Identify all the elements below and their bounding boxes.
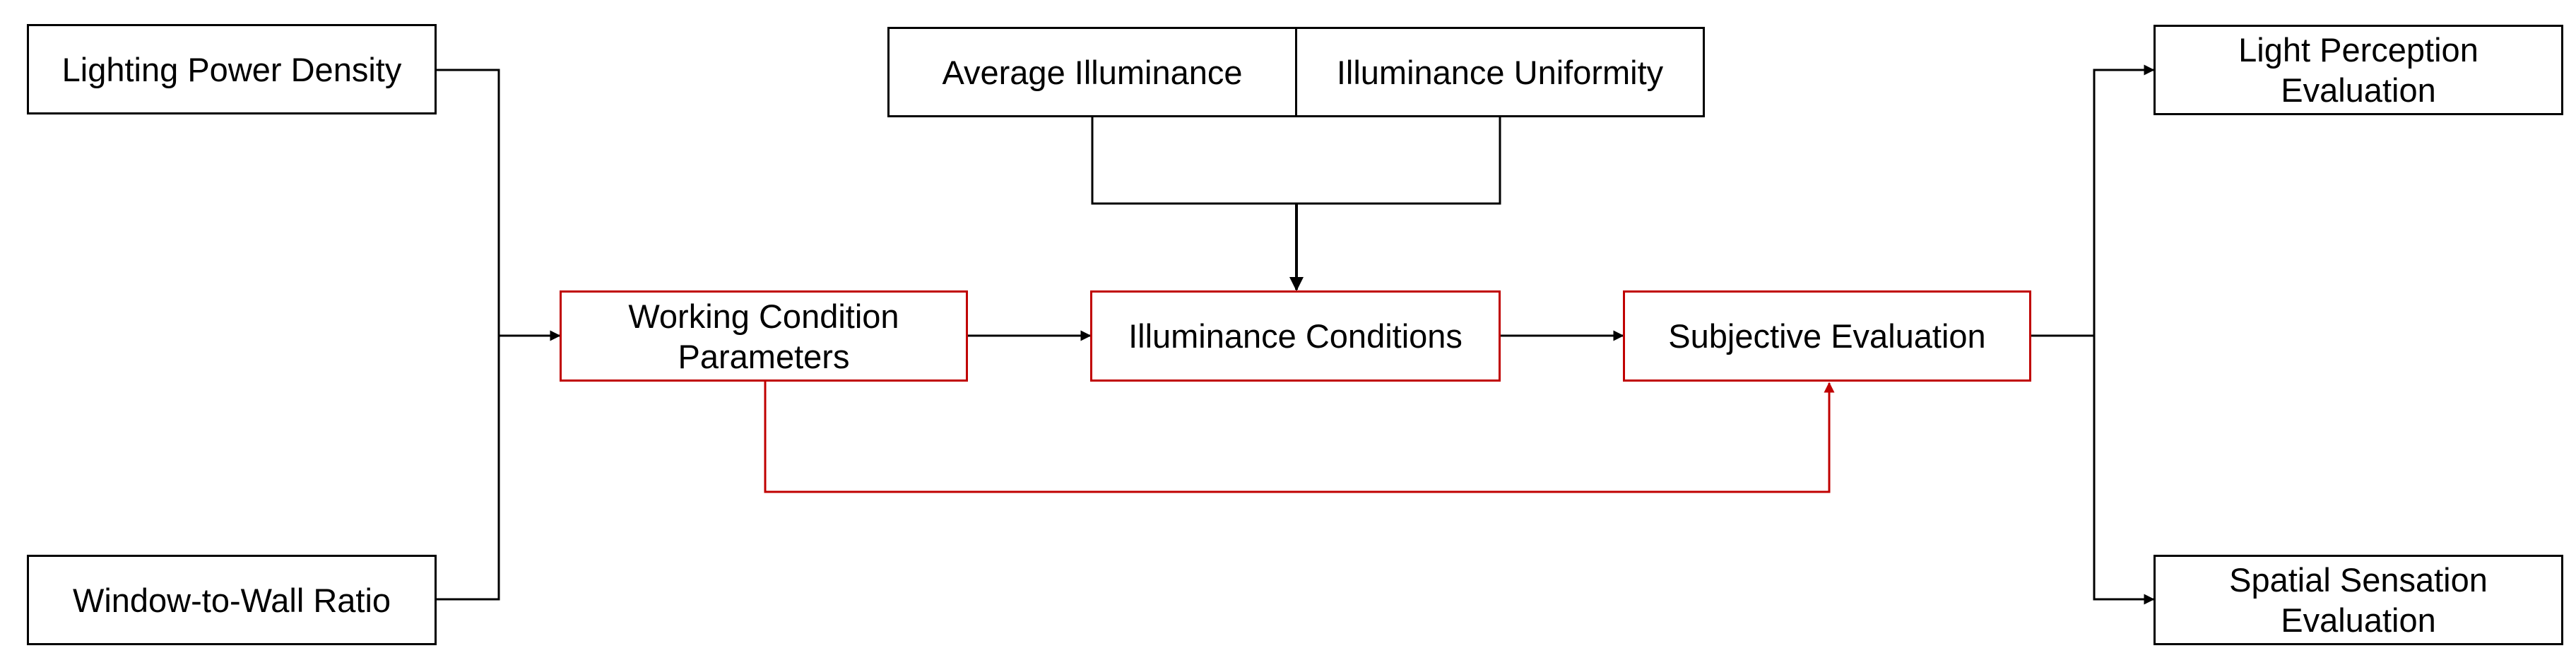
- node-label-line: Light Perception: [2238, 31, 2478, 69]
- node-label-group: Spatial Sensation Evaluation: [2229, 560, 2488, 640]
- arrow-to-spatial-sensation: [2093, 336, 2155, 605]
- node-label-line: Evaluation: [2281, 601, 2436, 639]
- node-label-group: Light Perception Evaluation: [2238, 30, 2478, 110]
- node-label: Average Illuminance: [942, 53, 1243, 91]
- node-working-condition-parameters: Working Condition Parameters: [560, 290, 968, 382]
- arrow-working-to-subjective: [764, 380, 1835, 493]
- connector-lpd-to-junction: [437, 69, 500, 336]
- node-label: Subjective Evaluation: [1668, 317, 1986, 355]
- node-light-perception-evaluation: Light Perception Evaluation: [2153, 25, 2563, 115]
- node-label: Window-to-Wall Ratio: [72, 581, 391, 619]
- connector-wwr-to-junction: [437, 336, 500, 601]
- node-label-line: Evaluation: [2281, 71, 2436, 109]
- arrow-to-light-perception: [2093, 64, 2155, 336]
- node-label: Illuminance Uniformity: [1336, 53, 1664, 91]
- node-label-group: Working Condition Parameters: [628, 296, 899, 377]
- connector-illuminance-metrics: [1091, 117, 1501, 205]
- node-spatial-sensation-evaluation: Spatial Sensation Evaluation: [2153, 555, 2563, 645]
- node-label: Illuminance Conditions: [1128, 317, 1463, 355]
- node-illuminance-uniformity: Illuminance Uniformity: [1295, 27, 1705, 117]
- node-window-to-wall-ratio: Window-to-Wall Ratio: [27, 555, 437, 645]
- node-average-illuminance: Average Illuminance: [887, 27, 1297, 117]
- node-label: Lighting Power Density: [61, 50, 402, 88]
- node-illuminance-conditions: Illuminance Conditions: [1090, 290, 1501, 382]
- node-label-line: Spatial Sensation: [2229, 561, 2488, 599]
- node-lighting-power-density: Lighting Power Density: [27, 24, 437, 114]
- node-label-line: Working Condition: [628, 297, 899, 335]
- node-subjective-evaluation: Subjective Evaluation: [1623, 290, 2031, 382]
- node-label-line: Parameters: [678, 337, 850, 375]
